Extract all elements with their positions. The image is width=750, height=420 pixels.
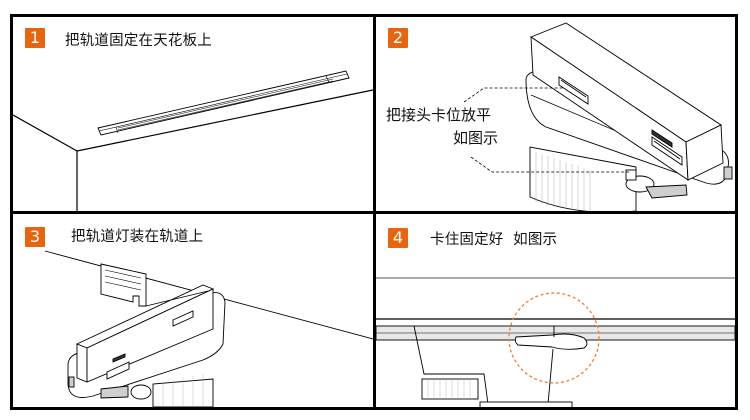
step-title: 把轨道灯装在轨道上: [71, 229, 204, 245]
step-1-panel: 1 把轨道固定在天花板上: [13, 17, 373, 211]
step-4-panel: 4 卡住固定好 如图示: [376, 214, 735, 407]
step-title: 卡住固定好 如图示: [430, 232, 558, 248]
callout-line-1: 把接头卡位放平: [386, 106, 492, 124]
step-3-panel: 3 把轨道灯装在轨道上: [13, 214, 373, 407]
step-badge: 3: [25, 227, 45, 247]
callout-line-2: 如图示: [453, 129, 499, 147]
step-badge: 2: [388, 28, 408, 48]
step-badge: 4: [388, 228, 408, 248]
horizontal-divider: [10, 211, 738, 214]
ceiling-track-illustration: [13, 70, 373, 211]
step-2-panel: 2 把接头卡位放平 如图示: [376, 17, 735, 211]
locked-clip-illustration: [376, 277, 735, 407]
step-badge: 1: [25, 28, 45, 48]
connector-alignment-illustration: [463, 22, 733, 211]
step-title: 把轨道固定在天花板上: [65, 33, 212, 49]
highlight-circle: [508, 292, 600, 384]
light-mount-illustration: [44, 250, 373, 407]
